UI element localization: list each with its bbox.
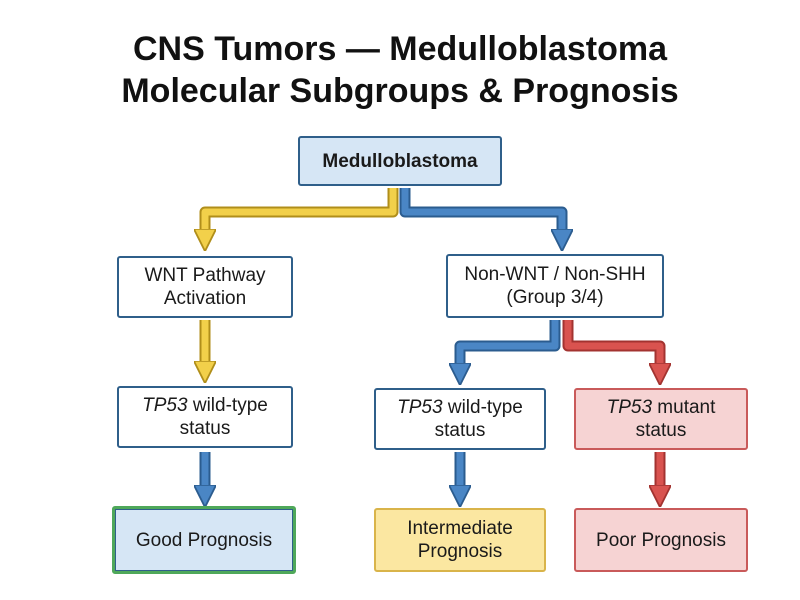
node-medulloblastoma-label: Medulloblastoma	[322, 150, 478, 172]
node-intermediate-prognosis: Intermediate Prognosis	[374, 508, 546, 572]
status-word: mutant	[652, 397, 716, 418]
status-word: wild-type	[187, 395, 268, 416]
title-line-2: Molecular Subgroups & Prognosis	[121, 72, 679, 110]
node-poor-prognosis: Poor Prognosis	[574, 508, 748, 572]
node-tp53-mut-line-1: TP53 mutant	[607, 396, 716, 419]
title-line-1: CNS Tumors — Medulloblastoma	[133, 30, 667, 68]
node-poor-label: Poor Prognosis	[596, 529, 726, 551]
node-tp53-wt-left-line-1: TP53 wild-type	[142, 394, 268, 417]
gene-name: TP53	[606, 397, 653, 418]
node-tp53-mutant: TP53 mutant status	[574, 388, 748, 450]
status-word: wild-type	[442, 397, 523, 418]
node-medulloblastoma: Medulloblastoma	[298, 136, 502, 186]
node-nonwnt-line-2: (Group 3/4)	[506, 287, 604, 308]
node-wnt-line-1: WNT Pathway	[144, 265, 266, 286]
node-intermediate-line-1: Intermediate	[407, 518, 513, 539]
gene-name: TP53	[397, 397, 443, 418]
node-wnt-line-2: Activation	[163, 288, 247, 309]
node-tp53-wt-mid-line-1: TP53 wild-type	[397, 396, 523, 419]
node-tp53-wt-mid-line-2: status	[434, 420, 486, 441]
node-tp53-wt-left-line-2: status	[179, 418, 231, 439]
node-tp53-wildtype-group34: TP53 wild-type status	[374, 388, 546, 450]
node-good-label: Good Prognosis	[135, 529, 273, 551]
node-wnt-pathway: WNT Pathway Activation	[117, 256, 293, 318]
node-tp53-wildtype-wnt: TP53 wild-type status	[117, 386, 293, 448]
node-nonwnt-line-1: Non-WNT / Non-SHH	[464, 264, 646, 285]
node-tp53-mut-line-2: status	[635, 420, 687, 441]
node-non-wnt-non-shh: Non-WNT / Non-SHH (Group 3/4)	[446, 254, 664, 318]
node-good-prognosis: Good Prognosis	[112, 506, 296, 574]
node-intermediate-line-2: Prognosis	[417, 541, 503, 562]
page-title: CNS Tumors — Medulloblastoma Molecular S…	[0, 28, 800, 112]
gene-name: TP53	[142, 395, 188, 416]
